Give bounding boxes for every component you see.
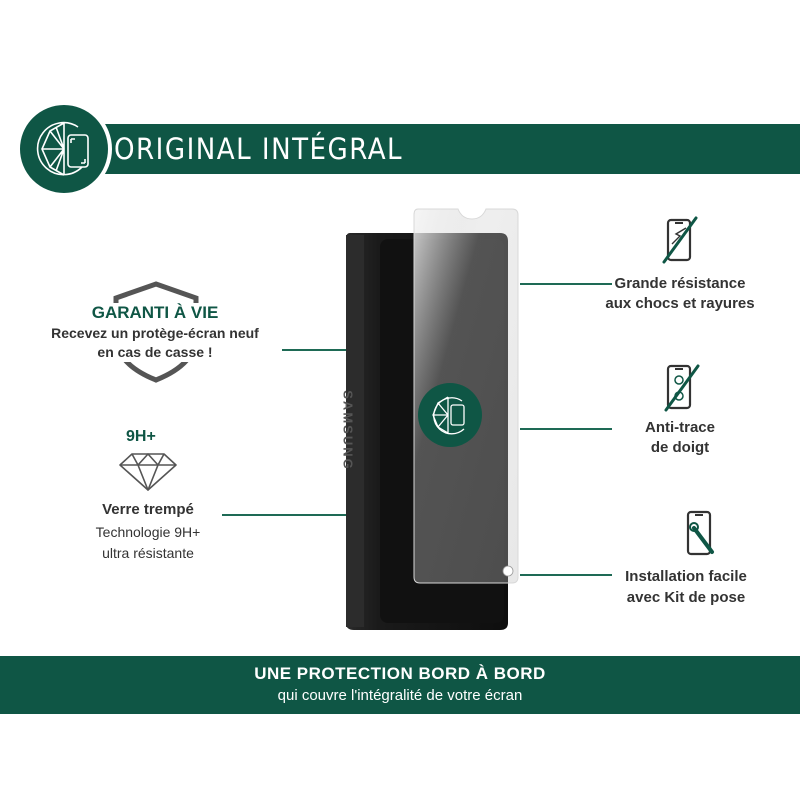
footer-banner xyxy=(0,656,800,714)
guarantee-title: GARANTI À VIE xyxy=(91,303,219,322)
footer-subtitle: qui couvre l'intégralité de votre écran xyxy=(277,687,523,704)
antitrace-line1: Anti-trace xyxy=(644,419,715,436)
hardness-line2: ultra résistante xyxy=(102,545,194,561)
cracked-phone-icon xyxy=(662,216,698,264)
phone-tool-icon xyxy=(686,510,714,556)
diamond-phone-logo-icon xyxy=(36,121,89,176)
guarantee-line1: Recevez un protège-écran neuf xyxy=(51,325,259,341)
antitrace-connector xyxy=(520,428,612,430)
installation-connector xyxy=(520,574,612,576)
header-title: ORIGINAL INTÉGRAL xyxy=(114,132,404,166)
diamond-logo-icon xyxy=(432,396,465,435)
hardness-badge: 9H+ xyxy=(126,428,156,445)
guarantee-line2: en cas de casse ! xyxy=(97,344,213,360)
hardness-line1: Technologie 9H+ xyxy=(95,524,201,540)
footer-title: UNE PROTECTION BORD À BORD xyxy=(254,664,546,683)
resistance-line2: aux chocs et rayures xyxy=(605,295,755,312)
guarantee-connector xyxy=(222,349,350,351)
phone-brand: SAMSUNG xyxy=(340,390,356,471)
brand-logo xyxy=(16,101,112,197)
installation-line1: Installation facile xyxy=(625,568,747,585)
shield-mask xyxy=(78,303,232,325)
antitrace-line2: de doigt xyxy=(650,439,710,456)
fingerprint-phone-icon xyxy=(664,364,700,412)
hardness-title: Verre trempé xyxy=(102,501,194,518)
resistance-connector xyxy=(520,283,612,285)
diamond-icon xyxy=(119,453,177,491)
shield-mask-2 xyxy=(18,324,282,362)
hardness-connector xyxy=(222,514,350,516)
header-banner xyxy=(70,124,800,174)
installation-line2: avec Kit de pose xyxy=(626,589,746,606)
phone-illustration xyxy=(346,208,519,630)
resistance-line1: Grande résistance xyxy=(614,275,746,292)
